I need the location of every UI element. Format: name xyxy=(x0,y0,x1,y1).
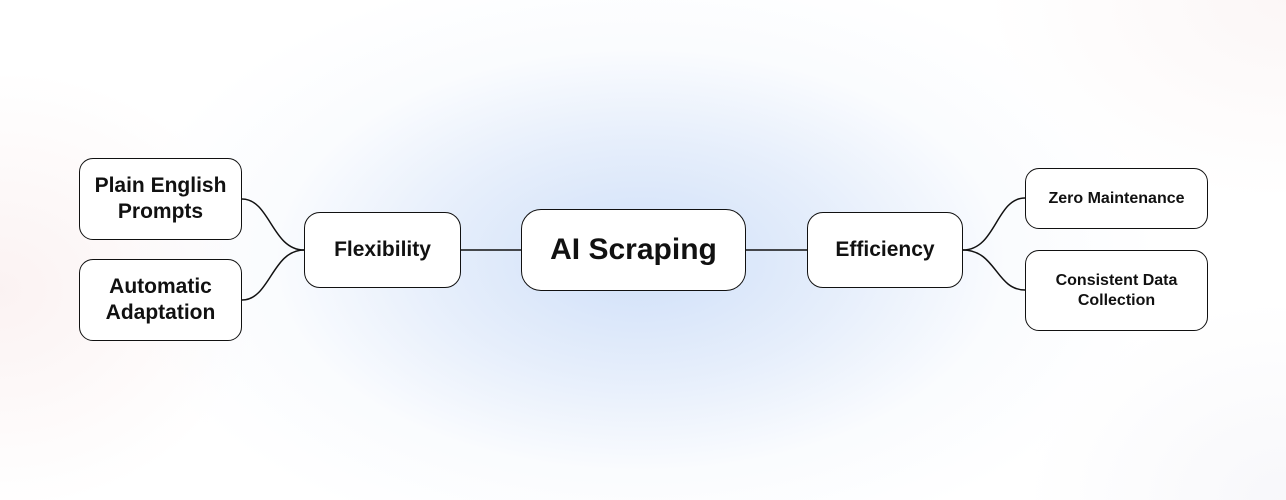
automatic-adaptation-line-1: Automatic xyxy=(109,274,212,298)
flexibility-node-label: Flexibility xyxy=(334,237,431,261)
automatic-adaptation-line-2: Adaptation xyxy=(105,301,216,324)
automatic-adaptation-node: Automatic Adaptation xyxy=(79,259,242,341)
flexibility-node: Flexibility xyxy=(304,212,461,288)
root-node: AI Scraping xyxy=(521,209,746,291)
consistent-data-collection-node: Consistent Data Collection xyxy=(1025,250,1208,331)
connector-efficiency-consistent-data xyxy=(962,249,1026,291)
zero-maintenance-node: Zero Maintenance xyxy=(1025,168,1208,229)
connector-flexibility-plain-english xyxy=(241,198,305,251)
efficiency-node: Efficiency xyxy=(807,212,963,288)
consistent-data-collection-line-2: Collection xyxy=(1077,291,1156,309)
plain-english-prompts-node: Plain English Prompts xyxy=(79,158,242,240)
root-node-label: AI Scraping xyxy=(550,233,717,267)
consistent-data-collection-line-1: Consistent Data xyxy=(1055,271,1178,289)
zero-maintenance-line-1: Zero Maintenance xyxy=(1048,189,1185,207)
connector-efficiency-zero-maintenance xyxy=(962,197,1026,251)
efficiency-node-label: Efficiency xyxy=(835,237,935,261)
plain-english-prompts-line-2: Prompts xyxy=(117,200,204,223)
connector-flexibility-automatic-adaptation xyxy=(241,249,305,301)
plain-english-prompts-line-1: Plain English xyxy=(94,173,227,197)
